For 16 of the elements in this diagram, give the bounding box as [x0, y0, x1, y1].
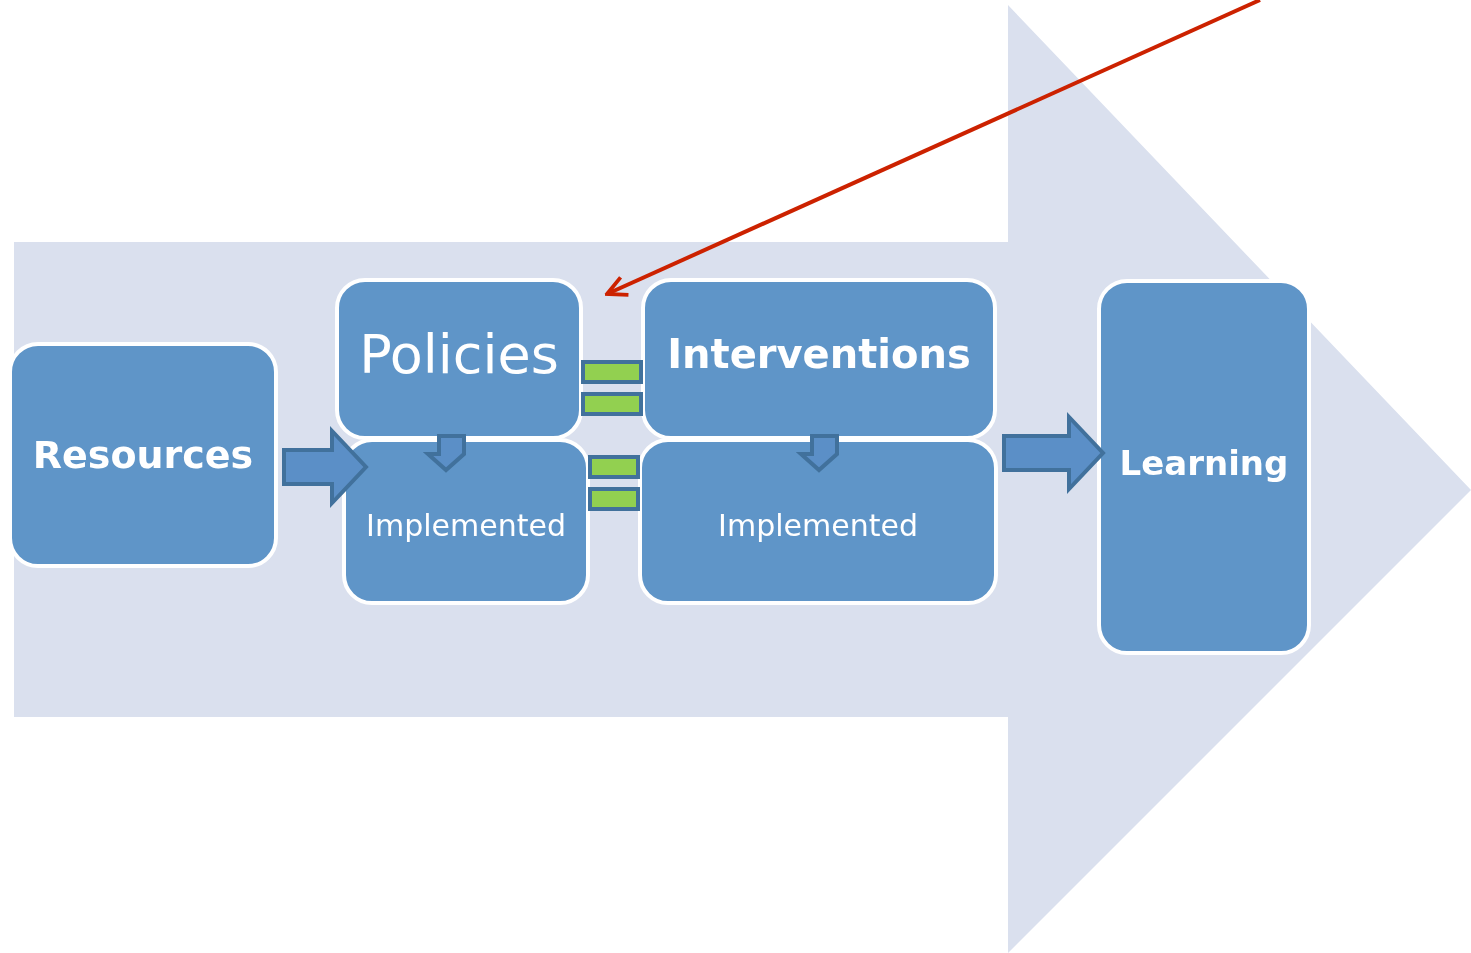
- process-box: [1097, 279, 1311, 655]
- block-arrow: [1002, 411, 1106, 495]
- process-box: [641, 278, 997, 440]
- process-box: [342, 438, 590, 605]
- box-label: Implemented: [366, 508, 566, 543]
- box-label: Policies: [359, 322, 559, 386]
- box-label: Interventions: [667, 331, 971, 377]
- box-label: Resources: [32, 433, 254, 477]
- block-arrow: [795, 434, 839, 473]
- arrow: [605, 0, 1261, 297]
- block-arrow: [282, 425, 369, 509]
- box-label: Learning: [1119, 443, 1289, 483]
- block-arrow: [422, 434, 466, 473]
- process-box: [335, 278, 583, 440]
- box-label: Implemented: [718, 508, 918, 543]
- process-box: [638, 438, 998, 605]
